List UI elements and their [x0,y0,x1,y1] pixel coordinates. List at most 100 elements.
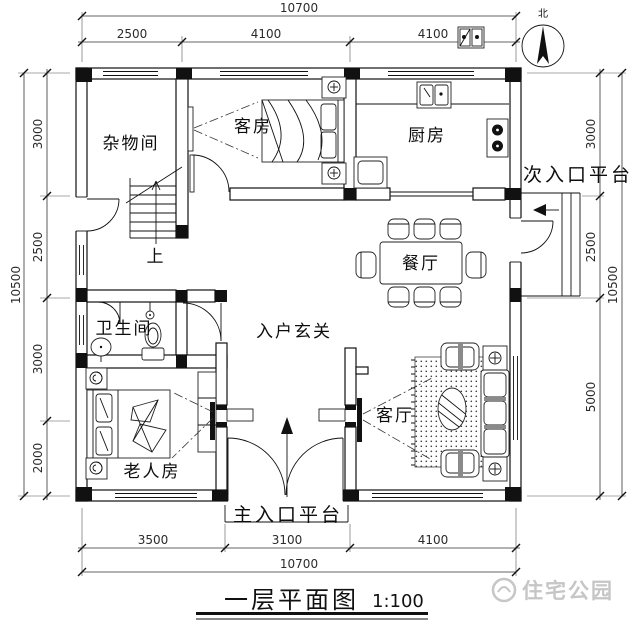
rug-tassels [411,359,415,466]
dim-right-3: 5000 [584,382,598,413]
dining-furniture [355,218,487,308]
secondary-entrance-door [520,220,554,254]
kitchen-fixtures [353,26,509,189]
drawing-scale: 1:100 [372,591,424,612]
main-entrance-platform [224,417,349,523]
main-entrance-double-door [227,437,344,496]
doors [86,154,554,496]
wall-foyer-west-lower [215,426,228,491]
secondary-entrance-platform [521,192,581,297]
north-arrow: 北 [521,8,565,68]
label-elder-room: 老人房 [124,462,181,482]
window-right-living [513,356,518,440]
bathroom-fixtures [90,302,165,362]
staircase: 上 [125,166,183,267]
guest-room-door [189,154,230,193]
armchair-top [440,342,480,371]
window-left-hall [79,245,84,275]
opening-hall-door [75,197,88,231]
dim-right-total: 10500 [606,266,620,304]
title-block: 一层平面图 1:100 [196,586,428,620]
north-label: 北 [538,8,548,20]
label-guest-room: 客房 [234,117,272,137]
dim-top-2: 4100 [251,27,282,41]
window-bottom-living [372,493,483,498]
armchair-bottom [440,449,480,478]
dim-bottom-1: 3500 [138,533,169,547]
side-table-bottom [482,456,508,482]
equipment-box-icon [457,26,485,49]
stove [486,118,509,158]
window-bottom-elder [115,493,197,498]
ceiling-lamp [145,302,155,320]
dim-right-1: 3000 [584,119,598,150]
fridge [353,156,388,189]
wall-living-notch [355,366,369,375]
room-labels: 杂物间 客房 厨房 餐厅 卫生间 入户玄关 客厅 老人房 次入口平台 主入口平台 [96,117,633,526]
sofa [480,369,510,458]
main-entrance-arrow [281,417,293,434]
title-rule-thick [196,612,428,615]
dim-left-1: 3000 [31,119,45,150]
window-top-kitchen [388,71,474,76]
wall-bath-north [86,289,177,303]
wall-kitchen-south-right [472,187,506,201]
dim-bottom-3: 4100 [418,533,449,547]
wall-living-west-upper [344,347,357,406]
wall-foyer-west-upper [215,342,228,406]
label-kitchen: 厨房 [408,126,446,146]
dim-left-total: 10500 [9,266,23,304]
label-secondary-entrance: 次入口平台 [523,164,633,186]
label-main-entrance: 主入口平台 [233,504,343,526]
bath-door [97,301,121,325]
dim-left-4: 2000 [31,443,45,474]
dim-top-1: 2500 [117,27,148,41]
window-left-bath [79,315,84,345]
dim-bottom-2: 3100 [272,533,303,547]
guest-bed [261,99,345,163]
interior-walls [86,78,506,491]
elder-tv [210,402,215,440]
toilet [141,322,165,361]
elder-room-furniture [85,367,217,480]
window-top-storage [103,71,158,76]
watermark: 住宅公园 [491,577,614,603]
dim-bottom-total: 10700 [280,557,318,571]
dim-right-2: 2500 [584,232,598,263]
secondary-entrance-arrow [533,204,546,216]
label-storage-room: 杂物间 [103,134,160,154]
window-top-guest [220,71,308,76]
opening-main-door [228,489,343,502]
dimension-lines [19,11,627,577]
dining-table [379,241,463,285]
guest-room-furniture [187,76,347,185]
kitchen-sink [416,81,452,109]
elder-room-door-leaf [226,408,254,422]
side-table-top [482,345,508,371]
label-bathroom: 卫生间 [96,319,153,339]
label-dining-room: 餐厅 [402,254,440,274]
living-tv [357,398,362,442]
watermark-logo-icon [491,577,517,603]
hall-foyer-door [182,302,222,342]
wall-living-west-lower [344,426,357,491]
extension-lines [18,12,626,576]
dimension-texts: 10700 2500 4100 4100 10500 3000 2500 300… [9,1,620,571]
dim-left-3: 3000 [31,344,45,375]
dim-left-2: 2500 [31,232,45,263]
label-foyer: 入户玄关 [256,322,332,342]
elder-nightstand-top [85,367,108,390]
guest-nightstand-top [321,76,347,99]
hall-exterior-door [86,198,120,232]
wall-kitchen-south-left [355,187,391,201]
elder-bed [86,389,171,459]
wall-bath-east [175,301,188,356]
watermark-text: 住宅公园 [522,579,614,603]
stair-up-label: 上 [147,247,166,267]
guest-nightstand-bottom [321,162,347,185]
living-room-door-leaf [318,408,346,422]
exterior-walls [75,67,522,502]
coffee-table [437,387,467,431]
